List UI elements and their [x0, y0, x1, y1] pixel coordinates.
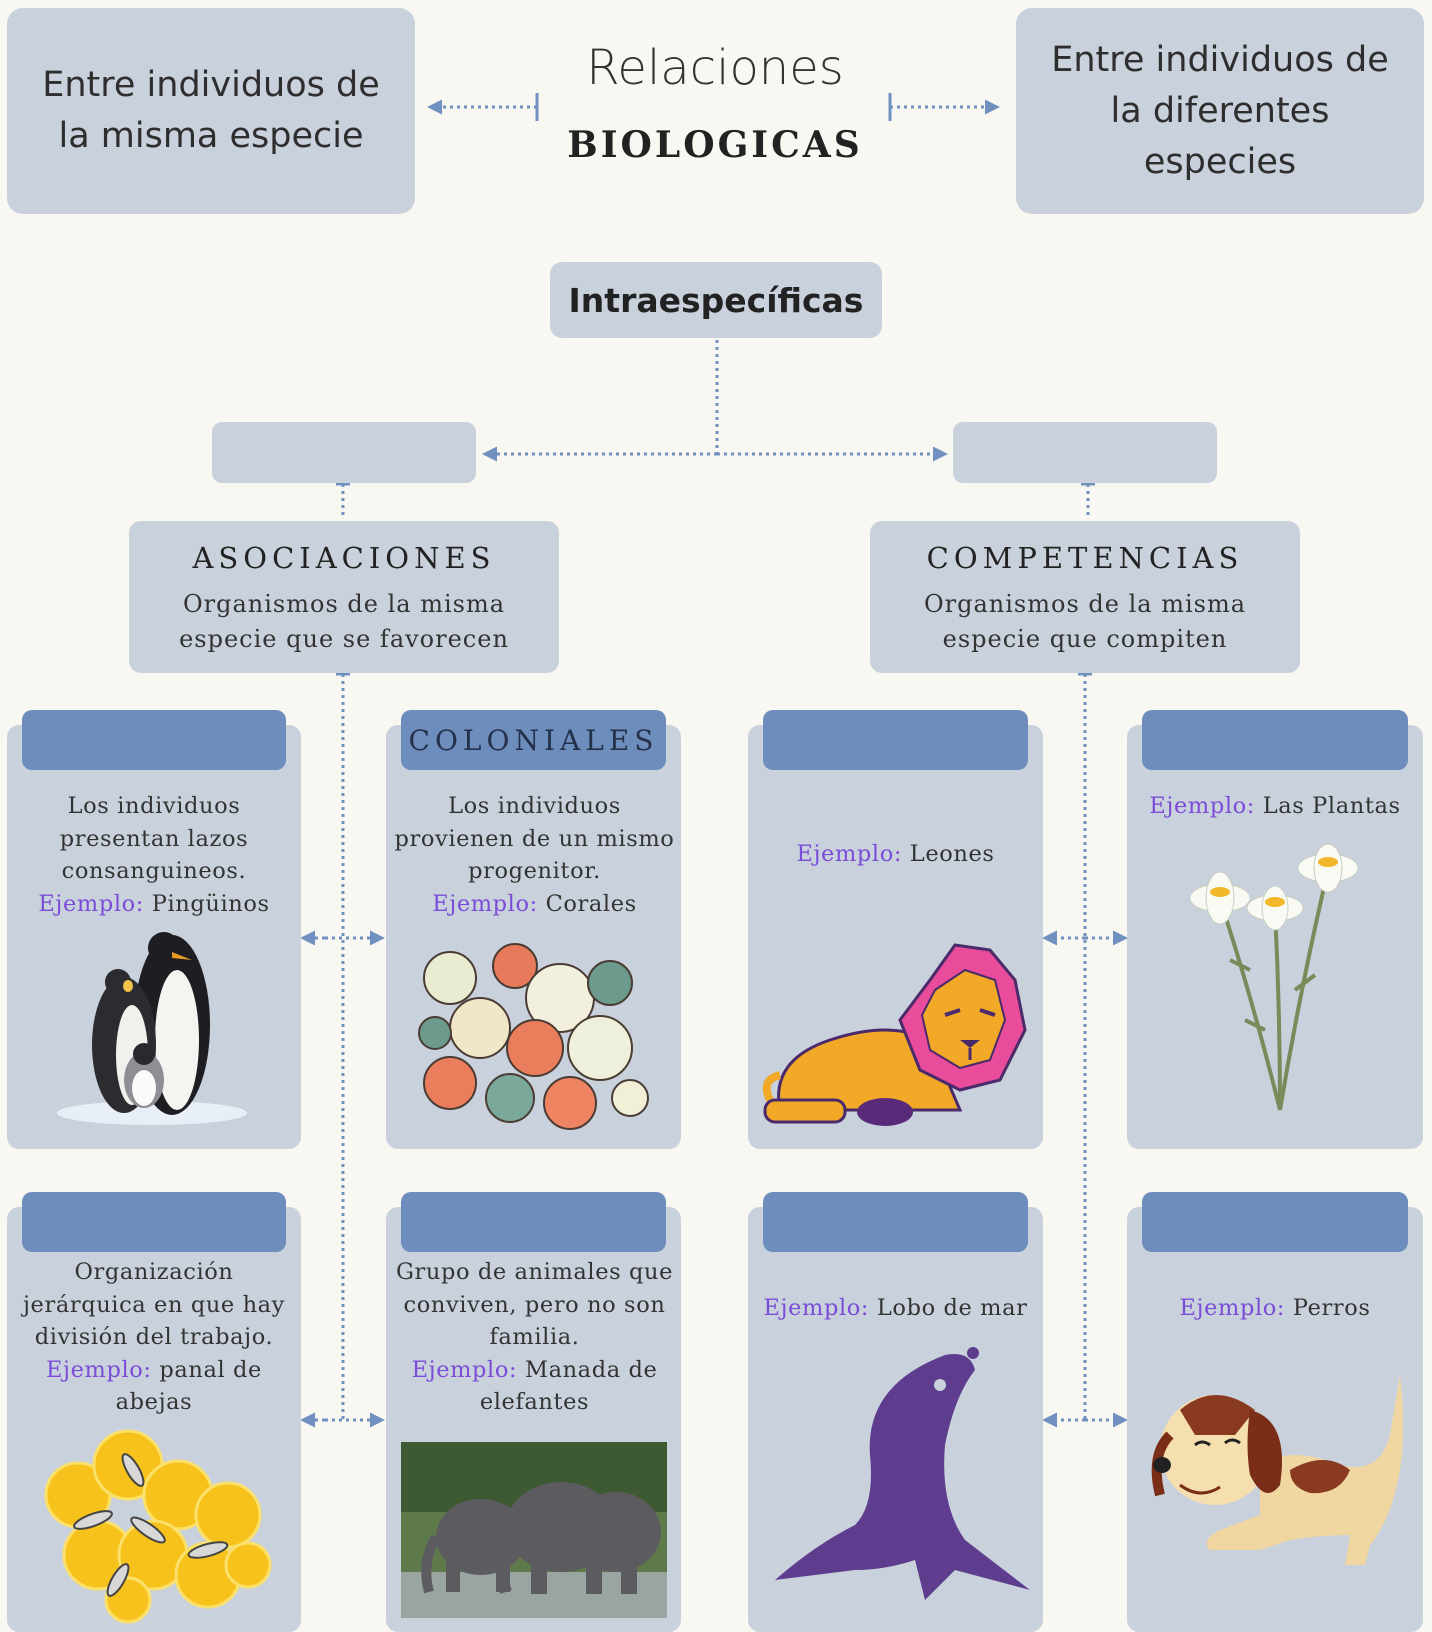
tab-gregarias — [401, 1192, 666, 1252]
coral-icon — [418, 943, 649, 1130]
tab-perros — [1142, 1192, 1408, 1252]
example-value: Lobo de mar — [876, 1295, 1028, 1321]
different-species-box: Entre individuos de la diferentes especi… — [1016, 8, 1424, 214]
asociaciones-desc: Organismos de la misma especie que se fa… — [179, 590, 509, 653]
example-value: Las Plantas — [1262, 793, 1401, 819]
dog-icon — [1151, 1375, 1404, 1565]
lion-icon — [762, 943, 1027, 1126]
same-species-box: Entre individuos de la misma especie — [7, 8, 415, 214]
example-value: panal de abejas — [115, 1356, 262, 1416]
empty-label-left — [212, 422, 476, 483]
honeycomb-icon — [44, 1429, 272, 1624]
intraespecificas-box: Intraespecíficas — [550, 262, 882, 338]
example-value: Manada de elefantes — [479, 1356, 658, 1416]
elephant-photo — [401, 1442, 667, 1618]
leones-text: Ejemplo: Leones — [796, 841, 995, 867]
daisy-icon — [1189, 843, 1359, 1111]
competencias-title: COMPETENCIAS — [926, 541, 1244, 575]
title-line1: Relaciones — [586, 40, 844, 96]
tab-leones — [763, 710, 1028, 770]
tab-familiares — [22, 710, 286, 770]
tab-lobo — [763, 1192, 1028, 1252]
asociaciones-box: ASOCIACIONES Organismos de la misma espe… — [129, 521, 559, 673]
gregarias-text: Grupo de animales que conviven, pero no … — [395, 1259, 674, 1416]
tab-coloniales: COLONIALES — [401, 710, 666, 770]
estatales-text: Organización jerárquica en que hay divis… — [22, 1259, 285, 1416]
sea-lion-icon — [775, 1347, 1030, 1600]
example-value: Perros — [1292, 1295, 1371, 1321]
perros-text: Ejemplo: Perros — [1179, 1295, 1371, 1321]
example-value: Pingüinos — [151, 890, 270, 917]
empty-label-right — [953, 422, 1217, 483]
penguin-icon — [57, 932, 247, 1125]
asociaciones-title: ASOCIACIONES — [192, 541, 496, 575]
same-species-text: Entre individuos de la misma especie — [42, 65, 380, 156]
title-line2: BIOLOGICAS — [567, 124, 863, 166]
tab-plantas — [1142, 710, 1408, 770]
coloniales-text: Los individuos provienen de un mismo pro… — [394, 793, 675, 917]
plantas-text: Ejemplo: Las Plantas — [1149, 793, 1401, 819]
tab-estatales — [22, 1192, 286, 1252]
different-species-text: Entre individuos de la diferentes especi… — [1051, 39, 1389, 182]
intraespecificas-title: Intraespecíficas — [568, 280, 864, 320]
competencias-desc: Organismos de la misma especie que compi… — [923, 590, 1247, 653]
example-value: Corales — [545, 890, 637, 917]
example-value: Leones — [909, 841, 995, 867]
familiares-text: Los individuos presentan lazos consangui… — [38, 793, 270, 917]
competencias-box: COMPETENCIAS Organismos de la misma espe… — [870, 521, 1300, 673]
lobo-text: Ejemplo: Lobo de mar — [763, 1295, 1028, 1321]
